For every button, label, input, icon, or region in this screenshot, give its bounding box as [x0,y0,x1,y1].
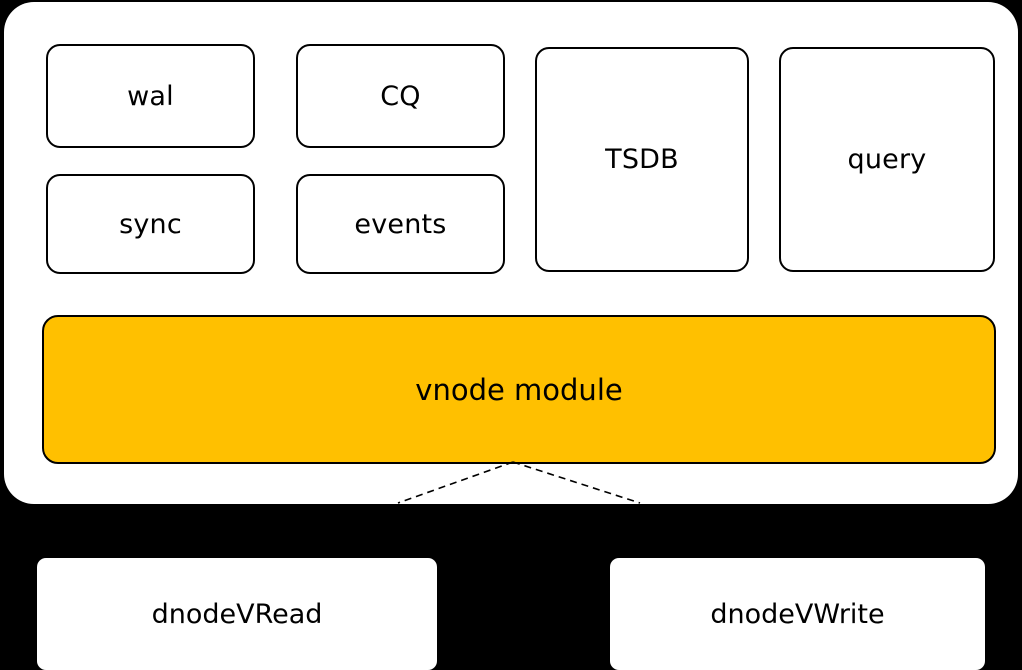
module-box-wal[interactable]: wal [46,44,255,148]
module-box-cq[interactable]: CQ [296,44,505,148]
module-box-events[interactable]: events [296,174,505,274]
consumer-label-dnodevread: dnodeVRead [151,598,323,630]
consumer-box-dnodevwrite[interactable]: dnodeVWrite [610,558,985,670]
module-box-tsdb[interactable]: TSDB [535,47,749,272]
module-box-vnode-module[interactable]: vnode module [42,315,996,464]
module-label-vnode-module: vnode module [415,372,623,407]
module-label-wal: wal [127,80,174,112]
module-box-sync[interactable]: sync [46,174,255,274]
module-label-events: events [354,208,447,240]
module-label-tsdb: TSDB [605,144,679,175]
module-label-cq: CQ [380,80,421,112]
module-box-query[interactable]: query [779,47,995,272]
module-label-sync: sync [119,208,182,240]
consumer-box-dnodevread[interactable]: dnodeVRead [37,558,437,670]
vnode-container-panel: wal CQ TSDB query sync events vnode modu… [4,2,1018,504]
module-label-query: query [847,144,927,175]
consumer-label-dnodevwrite: dnodeVWrite [710,598,885,630]
